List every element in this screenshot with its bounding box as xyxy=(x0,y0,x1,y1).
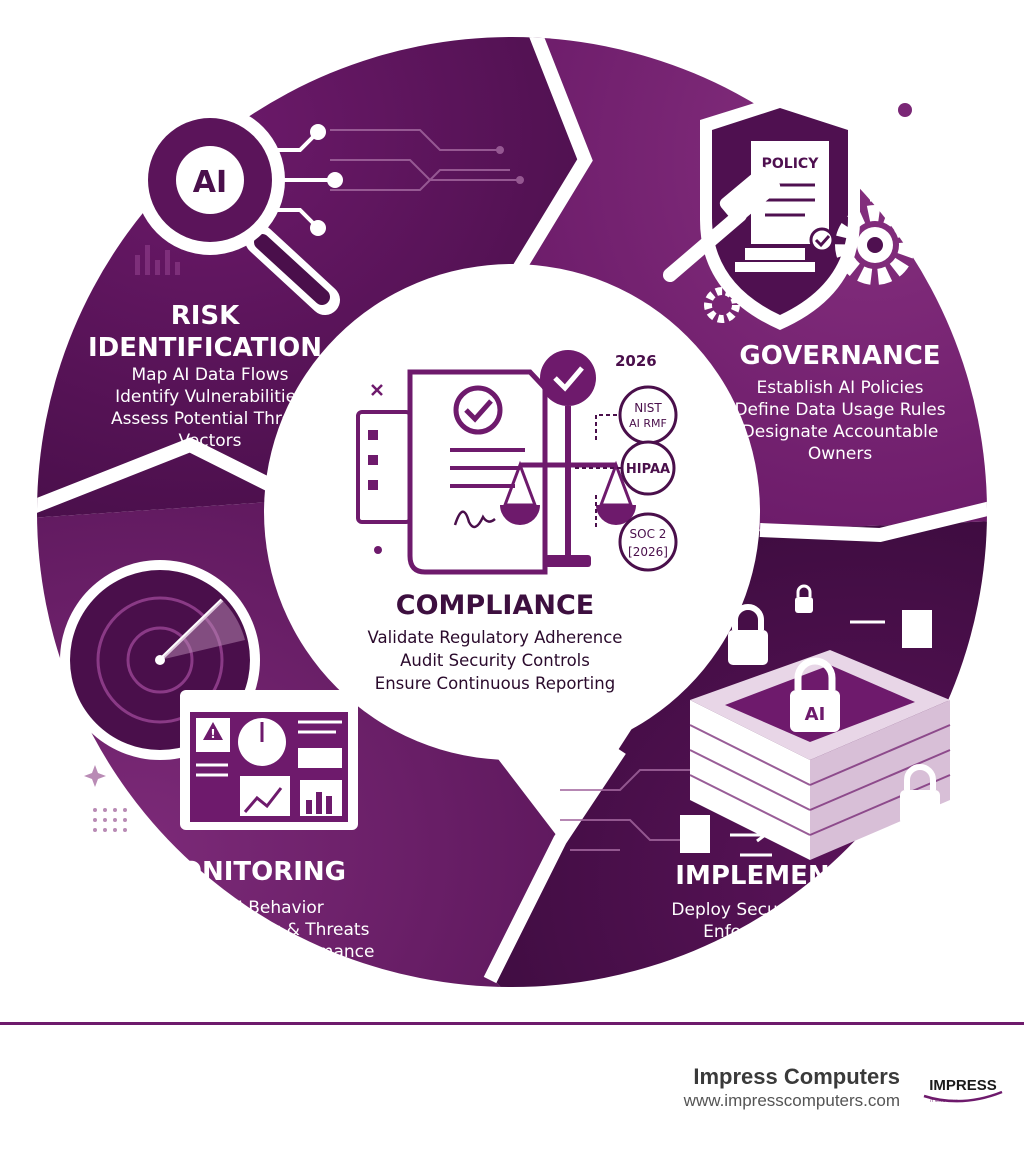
svg-text:[2026]: [2026] xyxy=(628,545,668,559)
cycle-diagram: AI POLICY xyxy=(37,37,987,987)
circuit-lines-risk xyxy=(330,129,524,191)
compliance-title: COMPLIANCE xyxy=(395,590,595,621)
monitoring-line: Analyze System Performance xyxy=(125,942,375,962)
gear-icon xyxy=(704,75,958,323)
checklist-scales-icon: 2026 NIST AI RMF HIPAA SOC 2 [2026] xyxy=(356,350,678,575)
compliance-line: Validate Regulatory Adherence xyxy=(367,628,623,647)
logo-tagline: IT SOLUTIONS xyxy=(930,1098,958,1103)
implementation-line: Build Threat Defenses xyxy=(711,944,899,964)
governance-line: Define Data Usage Rules xyxy=(734,400,946,420)
separator-left xyxy=(37,437,304,527)
magnifier-ai-icon: AI xyxy=(82,105,343,315)
monitoring-line: Detect Anomalies & Threats xyxy=(130,920,370,940)
svg-text:NIST: NIST xyxy=(634,401,662,415)
risk-title: RISK IDENTIFICATION xyxy=(60,300,350,364)
risk-line: Map AI Data Flows xyxy=(131,365,289,385)
circuit-lines-governance xyxy=(870,154,974,208)
impress-logo: IMPRESS IT SOLUTIONS xyxy=(923,1077,1003,1103)
logo-wordmark: IMPRESS xyxy=(929,1077,997,1094)
risk-title-line-2: IDENTIFICATION xyxy=(87,333,323,363)
governance-line: Owners xyxy=(807,444,873,464)
implementation-line: Deploy Secure AI Infrastructure xyxy=(671,900,939,920)
governance-line: Establish AI Policies xyxy=(756,378,924,398)
monitoring-line: Track AI Behavior xyxy=(176,898,324,918)
svg-text:2026: 2026 xyxy=(615,352,657,370)
svg-text:HIPAA: HIPAA xyxy=(626,462,670,477)
implementation-title: IMPLEMENTATION xyxy=(675,861,935,891)
risk-description: Map AI Data Flows Identify Vulnerabiliti… xyxy=(50,364,370,452)
risk-line: Identify Vulnerabilities xyxy=(115,387,305,407)
governance-line: Designate Accountable xyxy=(741,422,939,442)
separator-right xyxy=(759,493,987,543)
risk-title-line-1: RISK xyxy=(170,301,240,331)
dot-grid xyxy=(93,808,127,832)
sparkle-icon xyxy=(131,100,159,128)
circuit-lines-implementation xyxy=(560,769,690,851)
svg-text:POLICY: POLICY xyxy=(762,156,820,172)
implementation-description: Deploy Secure AI Infrastructure Enforce … xyxy=(645,899,965,965)
risk-line: Assess Potential Threat xyxy=(110,409,310,429)
firewall-lock-icon: AI xyxy=(680,584,951,860)
svg-text:SOC 2: SOC 2 xyxy=(630,527,667,541)
separator-bottom xyxy=(483,746,626,984)
svg-text:AI: AI xyxy=(193,165,227,200)
separator-top xyxy=(506,37,593,284)
bar-pattern xyxy=(135,245,180,275)
shield-gavel-icon: POLICY xyxy=(663,95,860,330)
governance-title: GOVERNANCE xyxy=(739,341,941,371)
svg-text:!: ! xyxy=(210,727,215,741)
footer-divider xyxy=(0,1022,1024,1025)
governance-description: Establish AI Policies Define Data Usage … xyxy=(700,377,980,465)
monitoring-title: MONITORING xyxy=(153,857,347,887)
compliance-line: Audit Security Controls xyxy=(400,651,590,670)
risk-line: Vectors xyxy=(178,431,242,451)
sparkle-icon xyxy=(84,765,106,787)
radar-dashboard-icon: ! xyxy=(60,560,358,830)
compliance-line: Ensure Continuous Reporting xyxy=(374,674,616,693)
company-url[interactable]: www.impresscomputers.com xyxy=(683,1091,900,1110)
svg-text:AI: AI xyxy=(805,704,826,725)
implementation-line: Enforce Access Controls xyxy=(703,922,907,942)
svg-text:AI RMF: AI RMF xyxy=(629,417,667,430)
compliance-description: Validate Regulatory Adherence Audit Secu… xyxy=(320,626,670,695)
monitoring-description: Track AI Behavior Detect Anomalies & Thr… xyxy=(100,897,400,963)
company-name: Impress Computers xyxy=(693,1064,900,1089)
